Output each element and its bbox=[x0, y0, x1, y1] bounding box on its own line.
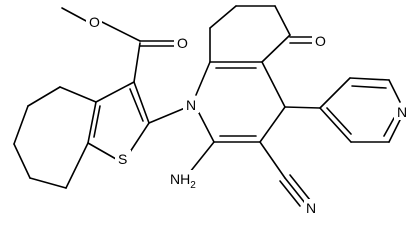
bond-py2-py1-inner bbox=[351, 85, 387, 89]
bond-c3q-cn bbox=[259, 141, 286, 179]
bond-c6-c7 bbox=[13, 143, 31, 179]
bond-py5-py3-inner bbox=[326, 107, 352, 135]
bonds bbox=[13, 5, 401, 207]
amino-nh-text: NH bbox=[170, 171, 190, 187]
bond-c2q-nh2 bbox=[189, 141, 215, 173]
bond-c3a-c4 bbox=[59, 86, 97, 103]
amino-subscript: 2 bbox=[190, 180, 196, 191]
molecule-diagram: O O S N O N NH2 N bbox=[13, 5, 410, 216]
bond-c8-c7q bbox=[209, 5, 237, 29]
bond-c7a-c3a bbox=[87, 101, 97, 144]
ring-n-label: N bbox=[186, 97, 196, 113]
bond-c4q-py3 bbox=[284, 106, 321, 109]
bond-py5-py3 bbox=[319, 107, 352, 143]
bond-c2-s bbox=[127, 122, 150, 156]
bond-cn-triple-3 bbox=[289, 174, 311, 201]
bond-methyl-o bbox=[61, 7, 89, 23]
bond-py1-npy bbox=[388, 79, 401, 103]
bond-c5-c6 bbox=[13, 105, 29, 145]
amino-label: NH2 bbox=[170, 171, 196, 191]
bond-c7-c8 bbox=[29, 177, 67, 189]
bond-c4q-c4a bbox=[261, 61, 286, 108]
bond-c7a-c3a-inner bbox=[93, 105, 101, 138]
bond-n1-c8a bbox=[195, 61, 211, 96]
bond-npy-py6-inner bbox=[383, 117, 395, 137]
bond-npy-py6 bbox=[388, 119, 401, 143]
nitrile-n-label: N bbox=[306, 200, 316, 216]
bond-c8-c7a bbox=[65, 142, 89, 189]
bond-cn-triple-1 bbox=[284, 177, 306, 204]
ester-methoxy-o-label: O bbox=[89, 14, 100, 30]
bond-c3-c2-inner bbox=[129, 88, 144, 122]
thiophene-s-label: S bbox=[118, 151, 127, 167]
bond-cn-triple-2 bbox=[279, 180, 301, 207]
bond-c3a-c3 bbox=[95, 81, 135, 103]
ester-carbonyl-o-label: O bbox=[177, 35, 188, 51]
pyridine-n-label: N bbox=[397, 104, 407, 120]
bond-s-c7a bbox=[87, 142, 117, 160]
bond-c5q-c4a bbox=[261, 34, 291, 63]
bond-c6q-c5q bbox=[274, 5, 291, 36]
bond-py2-py1 bbox=[349, 77, 390, 81]
ketone-o-label: O bbox=[315, 33, 326, 49]
bond-n1-c2q bbox=[198, 112, 215, 143]
bond-c3q-c4q bbox=[259, 106, 286, 143]
bond-c2-n1 bbox=[148, 107, 186, 124]
bond-py3-py2 bbox=[319, 77, 351, 109]
bond-o-carbonyl bbox=[101, 21, 141, 42]
bond-c4-c5 bbox=[27, 86, 61, 107]
bond-carbonyl-c3 bbox=[133, 42, 141, 83]
structure-svg: O O S N O N NH2 N bbox=[13, 5, 410, 216]
atom-labels: O O S N O N NH2 N bbox=[86, 14, 410, 216]
bond-c3-c2 bbox=[133, 81, 150, 124]
